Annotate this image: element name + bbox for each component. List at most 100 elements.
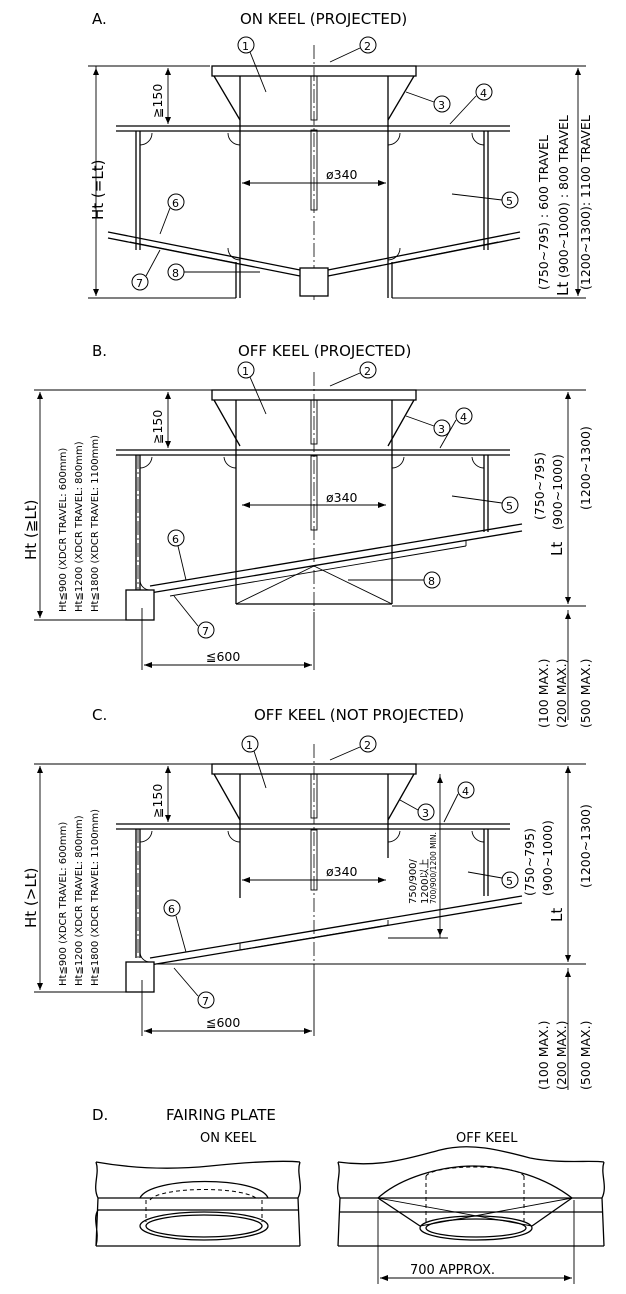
balloon-4-c: 4	[443, 781, 475, 823]
dim-lt-c: Lt	[548, 908, 566, 922]
travel-a-2: (900~1000) : 800 TRAVEL	[556, 115, 571, 278]
range-1200-c: (1200~1300)	[578, 804, 593, 888]
svg-text:4: 4	[480, 87, 487, 100]
balloon-3-c: 3	[399, 799, 435, 821]
max500-c: (500 MAX.)	[578, 1021, 593, 1090]
section-d-letter: D.	[92, 1106, 108, 1124]
svg-text:8: 8	[172, 267, 179, 280]
c-note-3: 700/900/1200 MIN.	[429, 832, 438, 904]
dim-max600-b: ≦600	[206, 649, 240, 664]
balloon-6-a: 6	[159, 193, 185, 235]
fairing-off-keel-view: 700 APPROX.	[337, 1146, 605, 1284]
balloon-4-a: 4	[449, 83, 493, 125]
section-a: A. ON KEEL (PROJECTED)	[88, 10, 593, 300]
balloon-3-b: 3	[405, 415, 451, 437]
svg-text:4: 4	[462, 785, 469, 798]
section-c: C. OFF KEEL (NOT PROJECTED) ø340	[22, 706, 593, 1090]
svg-text:3: 3	[438, 423, 445, 436]
dim-min150-c: ≧150	[150, 784, 165, 818]
max200-c: (200 MAX.)	[554, 1021, 569, 1090]
ht1800-c: Ht≦1800 (XDCR TRAVEL: 1100mm)	[90, 809, 101, 986]
dim-diameter-c: ø340	[326, 864, 358, 879]
balloon-4-b: 4	[439, 407, 473, 449]
range-750-c: (750~795)	[522, 828, 537, 896]
balloon-7-c: 7	[173, 967, 215, 1009]
svg-text:7: 7	[202, 625, 209, 638]
dim-min150-b: ≧150	[150, 410, 165, 444]
svg-text:1: 1	[242, 40, 249, 53]
balloon-8-a: 8	[167, 263, 260, 281]
range-900-b: (900~1000)	[550, 454, 565, 530]
section-d-title: FAIRING PLATE	[166, 1106, 276, 1124]
section-b-title: OFF KEEL (PROJECTED)	[238, 342, 411, 360]
balloon-1-c: 1	[241, 735, 267, 789]
svg-text:7: 7	[202, 995, 209, 1008]
fairing-on-keel-label: ON KEEL	[200, 1131, 257, 1146]
balloon-7-b: 7	[173, 595, 215, 639]
dim-ht-a: Ht (=Lt)	[89, 160, 107, 220]
svg-text:2: 2	[364, 739, 371, 752]
svg-text:4: 4	[460, 411, 467, 424]
balloon-5-c: 5	[467, 871, 519, 889]
fairing-on-keel-view	[95, 1160, 301, 1247]
range-900-c: (900~1000)	[540, 820, 555, 896]
dim-diameter-b: ø340	[326, 490, 358, 505]
dim-diameter-a: ø340	[326, 167, 358, 182]
dim-ht-c: Ht (>Lt)	[22, 868, 40, 928]
balloon-6-c: 6	[163, 899, 187, 953]
fairing-off-keel-label: OFF KEEL	[456, 1131, 518, 1146]
section-a-title: ON KEEL (PROJECTED)	[240, 10, 407, 28]
svg-text:1: 1	[242, 365, 249, 378]
travel-a-3: (1200~1300): 1100 TRAVEL	[578, 115, 593, 290]
balloon-3-a: 3	[405, 91, 451, 113]
balloon-5-b: 5	[451, 495, 519, 514]
svg-text:6: 6	[168, 903, 175, 916]
balloon-6-b: 6	[167, 529, 187, 581]
svg-text:1: 1	[246, 739, 253, 752]
range-1200-b: (1200~1300)	[578, 426, 593, 510]
svg-text:6: 6	[172, 533, 179, 546]
svg-text:6: 6	[172, 197, 179, 210]
ht1200-b: Ht≦1200 (XDCR TRAVEL: 800mm)	[74, 441, 85, 612]
section-c-title: OFF KEEL (NOT PROJECTED)	[254, 706, 464, 724]
ht900-c: Ht≦900 (XDCR TRAVEL: 600mm)	[58, 822, 69, 986]
svg-text:5: 5	[506, 500, 513, 513]
section-d: D. FAIRING PLATE ON KEEL OFF KEEL	[92, 1106, 605, 1284]
svg-text:3: 3	[438, 99, 445, 112]
max200-b: (200 MAX.)	[554, 659, 569, 728]
c-note-2: 1200以上	[419, 859, 431, 904]
dim-min150-a: ≧150	[150, 84, 165, 118]
range-750-b: (750~795)	[532, 452, 547, 520]
section-b-letter: B.	[92, 342, 107, 360]
max100-c: (100 MAX.)	[536, 1021, 551, 1090]
section-b: B. OFF KEEL (PROJECTED) ø340	[22, 342, 593, 728]
balloon-2-a: 2	[329, 36, 377, 63]
svg-text:5: 5	[506, 875, 513, 888]
svg-text:2: 2	[364, 365, 371, 378]
max500-b: (500 MAX.)	[578, 659, 593, 728]
svg-text:7: 7	[136, 277, 143, 290]
balloon-2-c: 2	[329, 735, 377, 761]
ht1800-b: Ht≦1800 (XDCR TRAVEL: 1100mm)	[90, 435, 101, 612]
svg-text:5: 5	[506, 195, 513, 208]
svg-text:8: 8	[428, 575, 435, 588]
balloon-5-a: 5	[451, 191, 519, 209]
travel-a-1: (750~795) : 600 TRAVEL	[536, 135, 551, 290]
balloon-2-b: 2	[329, 361, 377, 387]
ht1200-c: Ht≦1200 (XDCR TRAVEL: 800mm)	[74, 815, 85, 986]
svg-text:3: 3	[422, 807, 429, 820]
dim-700-approx: 700 APPROX.	[410, 1263, 495, 1278]
dim-lt-b: Lt	[548, 542, 566, 556]
max100-b: (100 MAX.)	[536, 659, 551, 728]
svg-text:2: 2	[364, 40, 371, 53]
section-a-letter: A.	[92, 10, 107, 28]
balloon-1-b: 1	[237, 361, 267, 415]
section-c-letter: C.	[92, 706, 107, 724]
dim-lt-a: Lt	[554, 282, 572, 296]
balloon-7-a: 7	[131, 249, 161, 291]
dim-ht-b: Ht (≧Lt)	[22, 500, 40, 560]
balloon-1-a: 1	[237, 36, 267, 93]
c-note-1: 750/900/	[408, 858, 419, 904]
